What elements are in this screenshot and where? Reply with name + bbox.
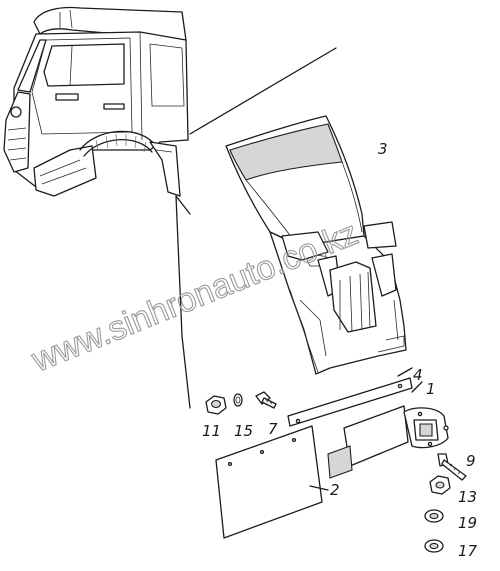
label-part-19: 19: [458, 514, 477, 532]
strip-part-4: [287, 367, 413, 427]
label-part-2: 2: [330, 481, 340, 499]
truck-cab-illustration: [3, 6, 189, 197]
label-part-1: 1: [426, 380, 436, 398]
label-part-17: 17: [458, 542, 478, 560]
label-part-15: 15: [234, 422, 253, 440]
fastener-nut-13: [429, 475, 451, 495]
label-part-11: 11: [202, 422, 221, 440]
label-part-9: 9: [466, 452, 476, 470]
part-labels: 3 4 1 11 15 7 2 9 13 19 17: [202, 140, 478, 560]
label-part-4: 4: [413, 366, 423, 384]
fastener-washer-17: [424, 539, 444, 553]
label-part-7: 7: [268, 420, 278, 438]
label-part-13: 13: [458, 488, 477, 506]
callout-lines: [175, 47, 337, 409]
fastener-bolt-9: [437, 453, 467, 481]
fastener-washer-19: [424, 509, 444, 523]
fastener-washer-15: [233, 393, 243, 407]
fastener-nut-11: [205, 395, 227, 415]
label-part-3: 3: [378, 140, 388, 158]
rubber-flap-part-2: [215, 425, 329, 539]
bracket-part-1: [327, 381, 449, 479]
fastener-bolt-7: [255, 391, 277, 409]
mudguard-part-3: [225, 115, 407, 375]
